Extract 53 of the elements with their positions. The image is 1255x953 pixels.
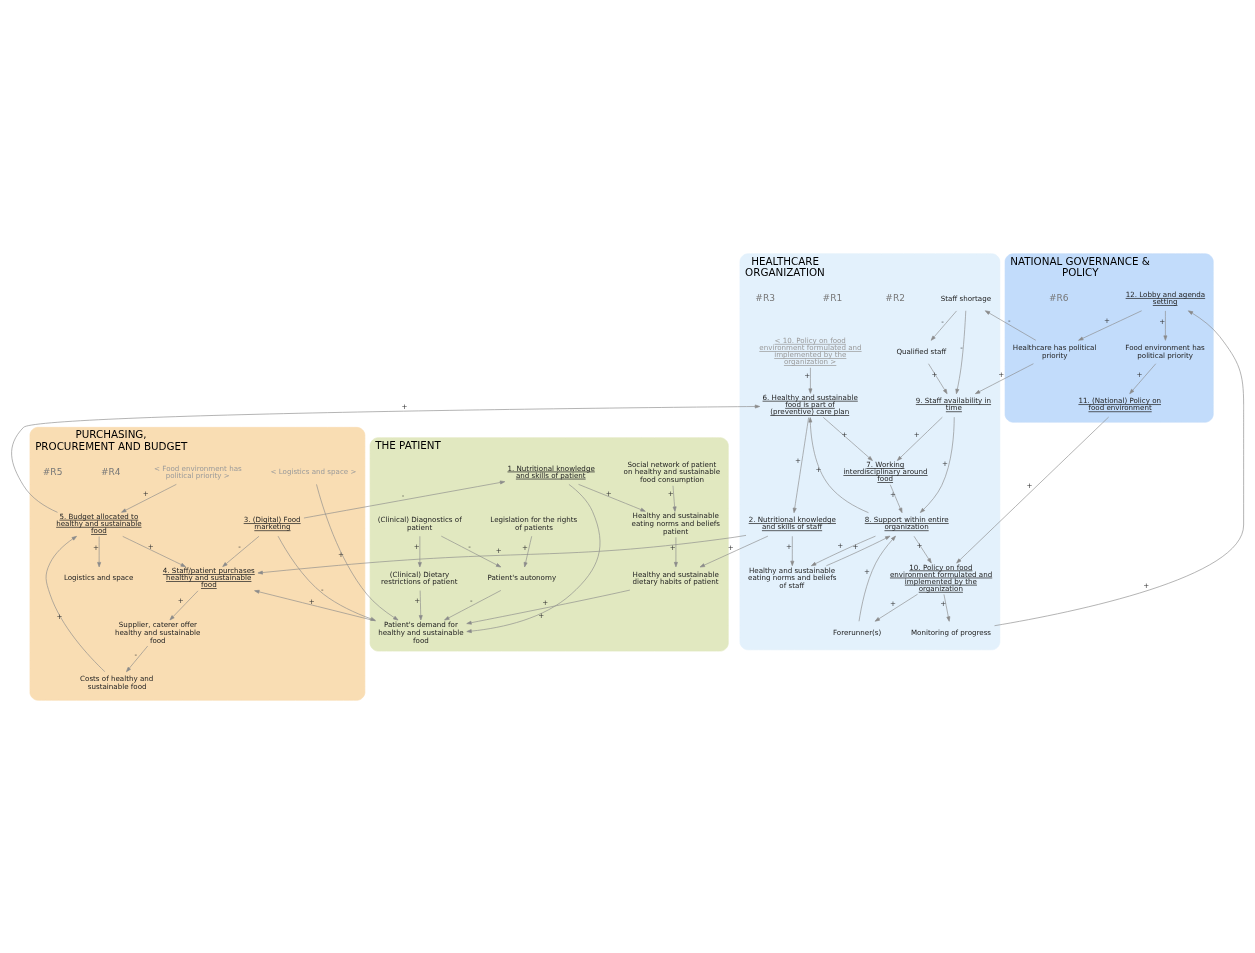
arrow	[808, 366, 813, 394]
arrow	[222, 535, 260, 567]
arrow	[920, 416, 955, 513]
arrow	[121, 483, 177, 513]
label: #R1	[822, 292, 843, 303]
arrow	[858, 535, 896, 622]
arrow	[45, 535, 106, 672]
arrow	[874, 593, 918, 622]
arrow	[808, 416, 869, 513]
arrow	[1163, 310, 1168, 341]
arrow	[440, 535, 502, 567]
arrow	[122, 535, 186, 567]
label: #R5	[42, 466, 63, 477]
label: #R3	[755, 292, 775, 303]
arrow	[792, 416, 809, 513]
arrow	[126, 645, 149, 672]
arrow	[277, 535, 376, 621]
arrow	[444, 589, 502, 620]
arrow	[672, 484, 677, 512]
arrow	[984, 309, 1037, 341]
arrow	[790, 535, 795, 566]
arrow	[930, 310, 957, 341]
label: #R4	[100, 466, 121, 477]
label: #R6	[1048, 292, 1069, 303]
arrow	[674, 536, 678, 567]
arrow	[466, 483, 601, 633]
arrow	[928, 362, 948, 394]
arrow	[975, 362, 1034, 394]
arrow	[466, 589, 631, 625]
arrow	[254, 589, 376, 621]
arrow	[913, 535, 932, 563]
arrow	[897, 416, 943, 461]
arrow	[826, 535, 891, 566]
arrow	[889, 483, 903, 513]
arrow	[994, 309, 1244, 626]
arrow	[955, 309, 967, 394]
arrow	[303, 480, 506, 518]
arrow	[1078, 309, 1142, 341]
arrow	[97, 535, 102, 567]
arrow	[11, 404, 761, 513]
arrow	[578, 483, 646, 512]
arrow	[257, 534, 747, 574]
arrow	[699, 535, 769, 567]
arrow	[417, 535, 422, 567]
arrow	[823, 416, 873, 461]
arrow	[169, 590, 199, 620]
label: #R2	[885, 292, 905, 303]
arrow	[811, 535, 876, 566]
arrow	[316, 483, 399, 620]
arrow	[1129, 362, 1157, 394]
arrow	[943, 593, 951, 622]
arrow	[523, 535, 533, 567]
arrow	[418, 589, 423, 620]
